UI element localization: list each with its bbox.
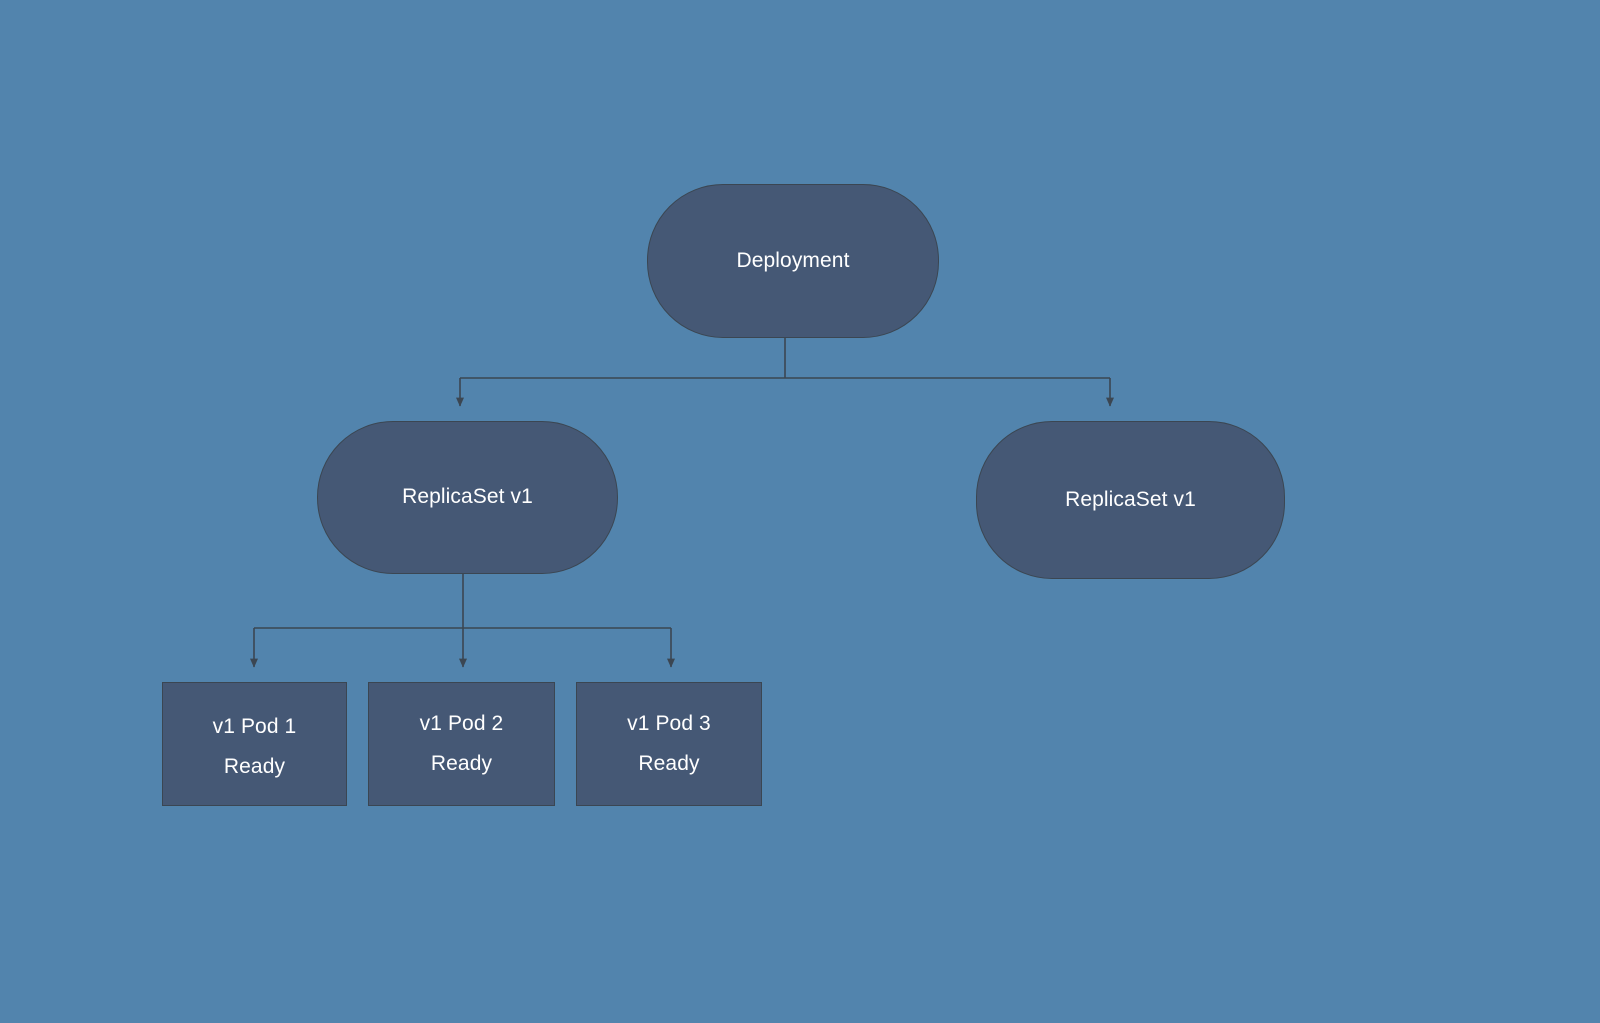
edge-replicaset-to-pods	[250, 574, 675, 668]
node-pod-2-status: Ready	[430, 751, 493, 775]
node-deployment-label: Deployment	[736, 248, 850, 272]
node-pod-1-status: Ready	[223, 754, 286, 778]
node-replicaset-left-label: ReplicaSet v1	[402, 485, 533, 509]
node-deployment[interactable]: Deployment	[647, 184, 939, 338]
node-pod-3[interactable]: v1 Pod 3 Ready	[576, 682, 762, 806]
node-replicaset-right-label: ReplicaSet v1	[1065, 487, 1196, 511]
node-pod-2[interactable]: v1 Pod 2 Ready	[368, 682, 555, 806]
node-pod-1[interactable]: v1 Pod 1 Ready	[162, 682, 347, 806]
node-pod-3-label: v1 Pod 3	[627, 712, 711, 736]
node-pod-3-status: Ready	[638, 751, 700, 775]
edge-deployment-to-replicasets	[456, 338, 1114, 407]
node-pod-2-label: v1 Pod 2	[419, 712, 504, 736]
node-pod-1-label: v1 Pod 1	[212, 715, 297, 739]
node-replicaset-left[interactable]: ReplicaSet v1	[317, 421, 618, 574]
node-replicaset-right[interactable]: ReplicaSet v1	[976, 421, 1285, 579]
